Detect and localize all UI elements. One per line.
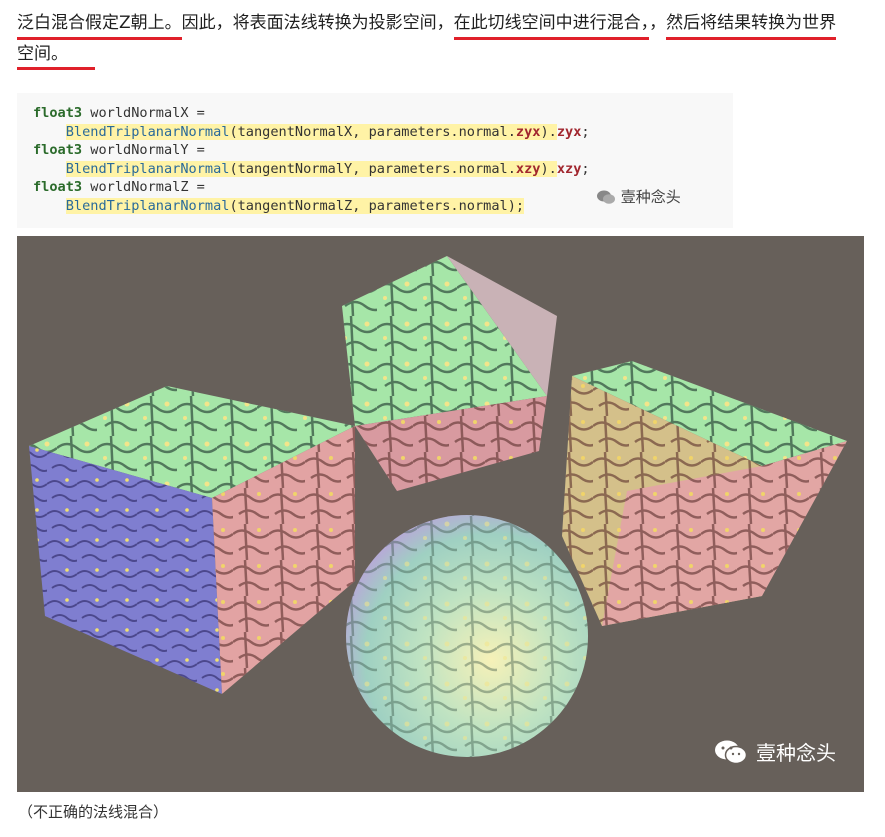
code-close: ).: [540, 160, 557, 177]
code-fn: BlendTriplanarNormal: [65, 123, 230, 140]
code-semicolon: ;: [581, 123, 590, 140]
right-cube: [562, 361, 847, 626]
triplanar-objects-illustration: [29, 256, 847, 757]
code-keyword: float3: [33, 142, 83, 158]
code-swizzle: xzy: [515, 160, 541, 177]
code-args: (tangentNormalY, parameters.normal.: [229, 160, 516, 177]
code-block: float3 worldNormalX = BlendTriplanarNorm…: [17, 93, 733, 228]
code-keyword: float3: [33, 179, 83, 195]
watermark-small: 壹种念头: [596, 186, 681, 207]
code-fn: BlendTriplanarNormal: [65, 160, 230, 177]
image-caption: （不正确的法线混合）: [18, 803, 169, 821]
code-args: (tangentNormalZ, parameters.normal);: [229, 197, 525, 214]
underline-mark: [17, 67, 95, 70]
text-comma: ，: [649, 13, 667, 33]
code-swizzle: xzy: [556, 160, 582, 177]
paragraph-text: 泛白混合假定Z朝上。因此，将表面法线转换为投影空间，在此切线空间中进行混合，，然…: [17, 8, 867, 70]
code-swizzle: zyx: [556, 123, 582, 140]
code-swizzle: zyx: [515, 123, 541, 140]
code-text: float3 worldNormalX = BlendTriplanarNorm…: [33, 104, 590, 215]
code-args: (tangentNormalX, parameters.normal.: [229, 123, 516, 140]
watermark-big: 壹种念头: [714, 737, 836, 766]
wechat-icon: [597, 190, 615, 204]
code-semicolon: ;: [581, 160, 590, 177]
code-var-z: worldNormalZ =: [82, 179, 205, 195]
sphere: [346, 515, 588, 757]
code-var-x: worldNormalX =: [82, 105, 205, 121]
code-close: ).: [540, 123, 557, 140]
middle-cube: [342, 256, 557, 491]
code-keyword: float3: [33, 105, 83, 121]
text-segment-2: 因此，将表面法线转换为投影空间，: [181, 13, 454, 33]
highlight-segment-3: 在此切线空间中进行混合，: [453, 13, 650, 40]
highlight-segment-4: 然后将结果转换为世界: [666, 13, 837, 40]
code-fn: BlendTriplanarNormal: [65, 197, 230, 214]
wechat-icon: [715, 740, 748, 764]
text-segment-5: 空间。: [17, 44, 68, 64]
watermark-big-text: 壹种念头: [756, 741, 836, 765]
render-scene-image: 壹种念头: [17, 236, 864, 792]
watermark-small-text: 壹种念头: [620, 188, 681, 206]
code-var-y: worldNormalY =: [82, 142, 205, 158]
highlight-segment-1: 泛白混合假定Z朝上。: [17, 13, 182, 40]
left-cube: [29, 386, 355, 694]
